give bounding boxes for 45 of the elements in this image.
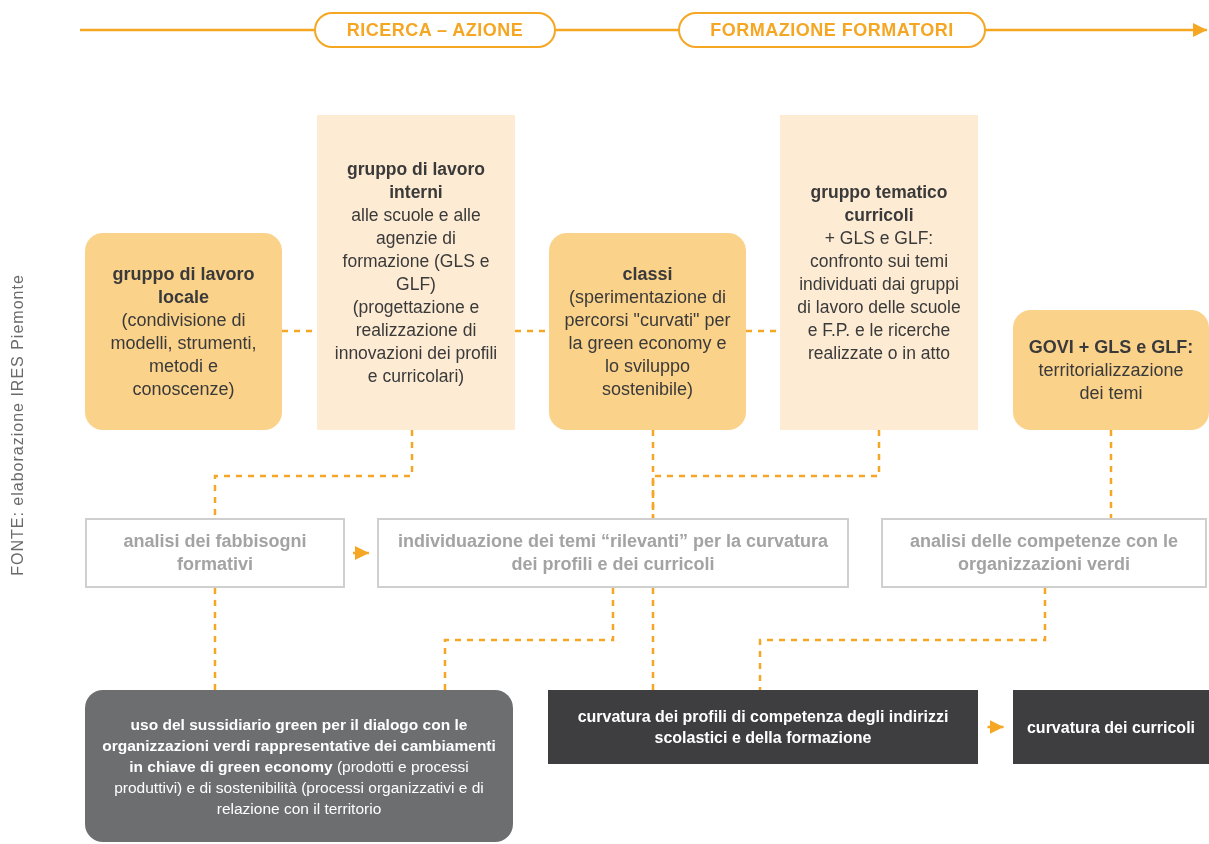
process-box [85, 518, 345, 588]
box-text: curvatura dei curricoli [1026, 717, 1196, 738]
box-text: (sperimentazione di percorsi "curvati" per la green economy e lo sviluppo sostenibile) [563, 285, 732, 401]
arrow-triangle [987, 720, 1004, 734]
box-title: classi [622, 262, 673, 286]
source-note: FONTE: elaborazione IRES Piemonte [9, 274, 27, 576]
dotted-connector [443, 588, 615, 690]
phase-pill [314, 12, 556, 48]
box-text: + GLS e GLF: confronto sui temi individuati dai gruppi di lavoro delle scuole e F.P. e le ricerche realizzate o in atto [796, 226, 962, 365]
process-box [881, 518, 1207, 588]
box-title: GOVI + GLS e GLF: [1028, 335, 1194, 359]
box-text: analisi dei fabbisogni formativi [122, 530, 308, 576]
box-text: (condivisione di modelli, strumenti, metodi e conoscenze) [109, 308, 258, 401]
box-text: curvatura dei profili di competenza degli indirizzi scolastici e della formazione [576, 707, 950, 748]
dotted-connector [758, 588, 1047, 690]
box-title: gruppo tematico curricoli [809, 180, 949, 227]
dotted-connector [213, 430, 414, 518]
process-box [549, 233, 746, 430]
process-box [1013, 310, 1209, 430]
process-box [317, 115, 515, 430]
dotted-connector [651, 430, 881, 518]
box-text: individuazione dei temi “rilevanti” per la curvatura dei profili e dei curricoli [396, 530, 830, 576]
box-text: FORMAZIONE FORMATORI [710, 19, 954, 41]
dotted-connector [651, 430, 655, 518]
outcome-box [1013, 690, 1209, 764]
outcome-box [548, 690, 978, 764]
box-title: gruppo di lavoro locale [111, 262, 256, 309]
box-text: analisi delle competenze con le organizzazioni verdi [908, 530, 1180, 576]
process-box [377, 518, 849, 588]
box-text: territorializzazione dei temi [1037, 358, 1185, 405]
box-text: uso del sussidiario green per il dialogo con le organizzazioni verdi rappresentative dei cambiamenti in chiave di green economy (prodotti e processi produttivi) e di sostenibilità (processi organizzativi e di relazione con il territorio [101, 714, 497, 819]
dotted-connector [1109, 430, 1113, 518]
timeline-line [80, 28, 314, 32]
box-text: RICERCA – AZIONE [346, 19, 524, 41]
box-text: alle scuole e alle agenzie di formazione (GLS e GLF) [341, 203, 491, 296]
process-box [85, 233, 282, 430]
timeline-line [556, 28, 678, 32]
phase-pill [678, 12, 986, 48]
timeline-arrow [986, 23, 1207, 37]
process-box [780, 115, 978, 430]
box-text: (progettazione e realizzazione di innovazioni dei profili e curricolari) [333, 295, 499, 388]
outcome-box [85, 690, 513, 842]
arrow-triangle [353, 546, 369, 560]
dotted-connector [213, 588, 217, 690]
dotted-connector [651, 588, 655, 690]
